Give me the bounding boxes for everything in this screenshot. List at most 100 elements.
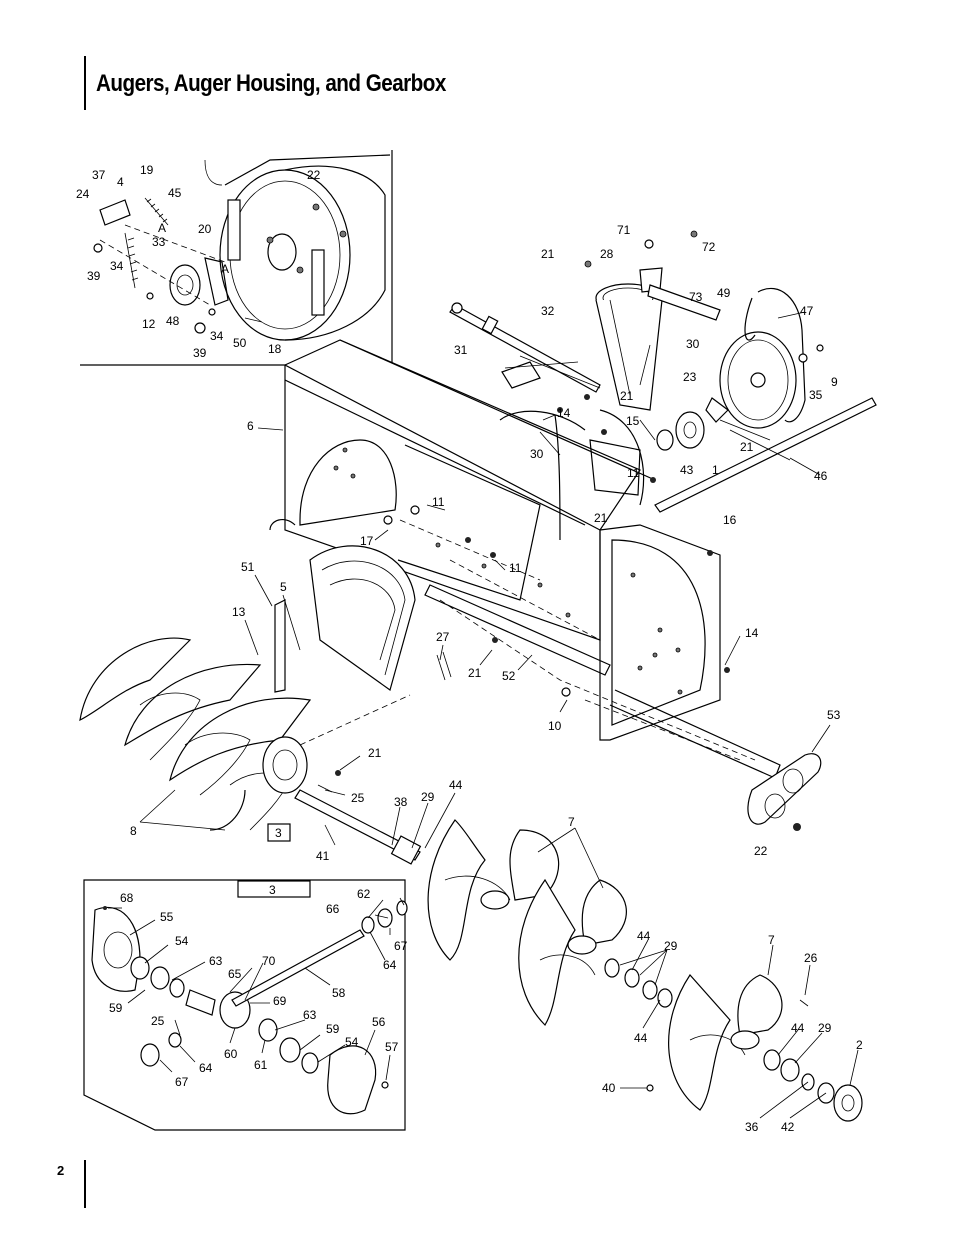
callout: 30 <box>530 447 544 461</box>
callout: 34 <box>110 259 124 273</box>
callout: 53 <box>827 708 841 722</box>
callout: 38 <box>394 795 408 809</box>
callout: 4 <box>117 175 124 189</box>
callout: 34 <box>210 329 224 343</box>
callout: 26 <box>804 951 818 965</box>
callout: 32 <box>541 304 555 318</box>
callout: 27 <box>436 630 450 644</box>
callout: 49 <box>717 286 731 300</box>
callout-box <box>267 823 291 842</box>
callout: 21 <box>468 666 482 680</box>
callout: 10 <box>548 719 562 733</box>
callout: 5 <box>280 580 287 594</box>
callout: 60 <box>224 1047 238 1061</box>
callout: 59 <box>326 1022 340 1036</box>
callout: 7 <box>768 933 775 947</box>
callout: 63 <box>209 954 223 968</box>
callout: 51 <box>241 560 255 574</box>
callout: 17 <box>360 534 374 548</box>
callout: 44 <box>634 1031 648 1045</box>
callout: 67 <box>175 1075 189 1089</box>
callout: 65 <box>228 967 242 981</box>
callout: 25 <box>351 791 365 805</box>
callout: 41 <box>316 849 330 863</box>
callout: 39 <box>87 269 101 283</box>
callout: 66 <box>326 902 340 916</box>
leader-lines <box>108 311 859 1119</box>
callout: 14 <box>557 406 571 420</box>
callout: 21 <box>368 746 382 760</box>
callout: 3 <box>275 826 282 840</box>
callout: 68 <box>120 891 134 905</box>
callout: 39 <box>193 346 207 360</box>
chute-assembly <box>449 230 877 513</box>
page-title: Augers, Auger Housing, and Gearbox <box>96 70 446 97</box>
callout: 47 <box>800 304 814 318</box>
callout: 46 <box>814 469 828 483</box>
callout: 14 <box>745 626 759 640</box>
callout: 3 <box>269 883 276 897</box>
gearbox-inset <box>83 879 408 1131</box>
callout: 9 <box>831 375 838 389</box>
callout: 59 <box>109 1001 123 1015</box>
callout: 23 <box>683 370 697 384</box>
callout: 11 <box>432 495 445 509</box>
callout: 19 <box>140 163 154 177</box>
callout: 22 <box>307 168 321 182</box>
footer-rule <box>84 1160 86 1208</box>
callout: 63 <box>303 1008 317 1022</box>
callout: 36 <box>745 1120 759 1134</box>
callout: 24 <box>76 187 90 201</box>
page-number: 2 <box>57 1163 65 1178</box>
callout: 15 <box>626 414 640 428</box>
callout: 21 <box>541 247 555 261</box>
callout: 33 <box>152 235 166 249</box>
callout: 44 <box>791 1021 805 1035</box>
callout-labels: 37 4 19 24 45 22 20 A 33 34 39 A 48 12 3… <box>76 163 863 1134</box>
callout: 11 <box>509 561 522 575</box>
callout: 54 <box>345 1035 359 1049</box>
callout: 57 <box>385 1040 399 1054</box>
callout: 35 <box>809 388 823 402</box>
callout: 64 <box>383 958 397 972</box>
callout: 50 <box>233 336 247 350</box>
auger-housing <box>269 339 822 831</box>
callout: 73 <box>689 290 703 304</box>
callout: 2 <box>856 1038 863 1052</box>
callout: 55 <box>160 910 174 924</box>
callout: 43 <box>680 463 694 477</box>
callout: 6 <box>247 419 254 433</box>
callout: 37 <box>92 168 106 182</box>
callout: 16 <box>723 513 737 527</box>
callout: 30 <box>686 337 700 351</box>
callout: 71 <box>617 223 631 237</box>
callout: 58 <box>332 986 346 1000</box>
callout: 72 <box>702 240 716 254</box>
callout: 45 <box>168 186 182 200</box>
callout: 29 <box>818 1021 832 1035</box>
callout: 20 <box>198 222 212 236</box>
title-rule <box>84 56 86 110</box>
callout: A <box>221 262 229 276</box>
callout: 12 <box>142 317 156 331</box>
callout: 44 <box>449 778 463 792</box>
callout: 54 <box>175 934 189 948</box>
callout: 1 <box>712 463 719 477</box>
callout: 70 <box>262 954 276 968</box>
callout: 48 <box>166 314 180 328</box>
callout: 11 <box>627 466 640 480</box>
callout: 56 <box>372 1015 386 1029</box>
callout: 8 <box>130 824 137 838</box>
inset-housing-side <box>80 150 393 366</box>
callout: 67 <box>394 939 408 953</box>
callout: 21 <box>620 389 634 403</box>
callout: 28 <box>600 247 614 261</box>
callout: 29 <box>664 939 678 953</box>
callout: 52 <box>502 669 516 683</box>
callout: 29 <box>421 790 435 804</box>
callout: 18 <box>268 342 282 356</box>
callout: A <box>158 221 166 235</box>
callout: 44 <box>637 929 651 943</box>
callout: 21 <box>740 440 754 454</box>
